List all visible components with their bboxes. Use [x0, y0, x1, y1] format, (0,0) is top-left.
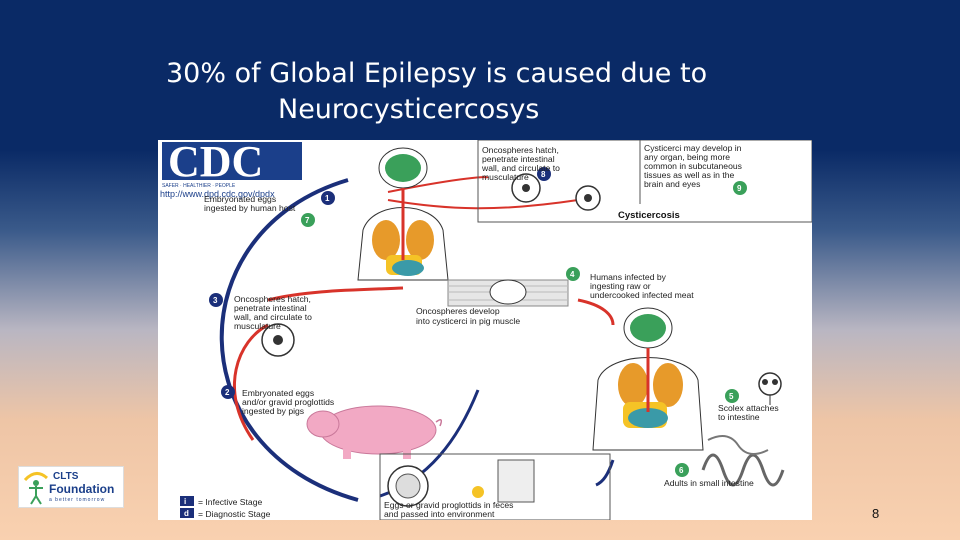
- step-badge-number-6: 6: [679, 466, 684, 475]
- step-badge-3: [209, 293, 223, 307]
- red-arrow-to-cysticercosis: [387, 199, 579, 210]
- environment-text-2: and passed into environment: [384, 509, 495, 519]
- step-9-text-line: common in subcutaneous: [644, 161, 742, 171]
- step-3-text-line: wall, and circulate to: [233, 312, 312, 322]
- step-3-text-line: Oncospheres hatch,: [234, 294, 311, 304]
- step-badge-number-1: 1: [325, 194, 330, 203]
- step-badge-number-9: 9: [737, 184, 742, 193]
- page-number: 8: [872, 506, 880, 521]
- step-badges: 1 7 2 3 4 5 6 8 9: [209, 167, 747, 477]
- yellow-stage-dot: [472, 486, 484, 498]
- legend-diagnostic-badge: [180, 508, 194, 518]
- lifecycle-svg: CDC SAFER · HEALTHIER · PEOPLE http://ww…: [160, 140, 812, 520]
- step-badge-number-4: 4: [570, 270, 575, 279]
- environment-box: [379, 453, 611, 520]
- step-3-text-line: musculature: [234, 321, 281, 331]
- cycle-arc-left: [219, 178, 359, 502]
- step-2-text-line: ingested by pigs: [242, 406, 304, 416]
- step-badge-5: [725, 389, 739, 403]
- step-5-text-line: Scolex attaches: [718, 403, 779, 413]
- cdc-url: http://www.dpd.cdc.gov/dpdx: [160, 189, 275, 199]
- legend: i = Infective Stage d = Diagnostic Stage: [180, 496, 271, 519]
- step-9-text-line: brain and eyes: [644, 179, 700, 189]
- title-line-2: Neurocysticercosys: [278, 94, 540, 125]
- legend-diagnostic-symbol: d: [184, 509, 189, 518]
- cysticercosis-box: [477, 140, 812, 223]
- step-2-text-line: and/or gravid proglottids: [242, 397, 334, 407]
- step-8-text-line: musculature: [482, 172, 529, 182]
- step-8-text-line: wall, and circulate to: [481, 163, 560, 173]
- legend-infective-text: = Infective Stage: [198, 497, 262, 507]
- step-2-text-line: Embryonated eggs: [242, 388, 314, 398]
- step-9-text-line: any organ, being more: [644, 152, 730, 162]
- pig-muscle-text-2: into cysticerci in pig muscle: [416, 316, 520, 326]
- pig-illustration: [306, 405, 443, 459]
- oncosphere-icon-8: [511, 173, 541, 203]
- step-badge-9: [733, 181, 747, 195]
- title-line-1: 30% of Global Epilepsy is caused due to: [166, 58, 708, 89]
- adult-tapeworm-icon: [701, 435, 785, 487]
- step-4-text-line: Humans infected by: [590, 272, 667, 282]
- step-4-text-line: ingesting raw or: [590, 281, 651, 291]
- cysticercosis-label: Cysticercosis: [618, 210, 680, 221]
- legend-infective-symbol: i: [184, 497, 186, 506]
- step-badge-number-3: 3: [213, 296, 218, 305]
- step-badge-number-8: 8: [541, 170, 546, 179]
- step-badge-2: [221, 385, 235, 399]
- legend-diagnostic-text: = Diagnostic Stage: [198, 509, 271, 519]
- oncosphere-icon-3: [261, 323, 295, 357]
- step-badge-1: [321, 191, 335, 205]
- step-badge-7: [301, 213, 315, 227]
- pig-muscle-text-1: Oncospheres develop: [416, 306, 500, 316]
- legend-infective-badge: [180, 496, 194, 506]
- step-9-text-line: tissues as well as in the: [644, 170, 734, 180]
- red-arrow-pig-to-muscle: [232, 323, 269, 441]
- proglottid-icon: [497, 459, 535, 503]
- step-badge-6: [675, 463, 689, 477]
- lower-human-figure: [592, 307, 704, 451]
- step-badge-number-7: 7: [305, 216, 310, 225]
- step-8-text-line: penetrate intestinal: [482, 154, 555, 164]
- cdc-logo: CDC SAFER · HEALTHIER · PEOPLE http://ww…: [160, 140, 302, 199]
- clts-logo-line-1: CLTS: [53, 471, 79, 482]
- step-badge-4: [566, 267, 580, 281]
- step-1-text-line: ingested by human host: [204, 203, 296, 213]
- step-3-text-line: penetrate intestinal: [234, 303, 307, 313]
- cdc-logo-box: [162, 142, 302, 180]
- upper-human-figure: [357, 147, 449, 281]
- step-9-text-line: Cysticerci may develop in: [644, 143, 742, 153]
- clts-logo-line-2: Foundation: [49, 482, 115, 496]
- step-badge-number-5: 5: [729, 392, 734, 401]
- step-8-text-line: Oncospheres hatch,: [482, 145, 559, 155]
- scolex-icon: [758, 372, 782, 405]
- step-4-text-line: undercooked infected meat: [590, 290, 694, 300]
- cycle-arc-right: [595, 459, 615, 487]
- step-6-text-line: Adults in small intestine: [664, 478, 754, 488]
- red-arrow-to-human: [577, 298, 615, 326]
- cysticercosis-icon: [575, 185, 601, 211]
- clts-foundation-logo: CLTS Foundation a better tomorrow: [18, 466, 124, 508]
- pig-muscle-cyst-icon: [447, 279, 569, 307]
- slide-title: 30% of Global Epilepsy is caused due to …: [160, 56, 800, 128]
- red-arrow-to-muscle: [267, 286, 404, 302]
- environment-text-1: Eggs or gravid proglottids in feces: [384, 500, 513, 510]
- step-5-text-line: to intestine: [718, 412, 760, 422]
- step-1-text-line: Embryonated eggs: [204, 194, 276, 204]
- cdc-tagline: SAFER · HEALTHIER · PEOPLE: [162, 183, 236, 189]
- step-badge-number-2: 2: [225, 388, 230, 397]
- lifecycle-diagram: CDC SAFER · HEALTHIER · PEOPLE http://ww…: [158, 140, 812, 520]
- red-arrow-to-onco-8: [387, 176, 489, 193]
- clts-logo-tagline: a better tomorrow: [49, 497, 106, 503]
- step-badge-8: [537, 167, 551, 181]
- clts-figure-icon: [23, 472, 49, 505]
- cdc-logo-text: CDC: [168, 140, 263, 186]
